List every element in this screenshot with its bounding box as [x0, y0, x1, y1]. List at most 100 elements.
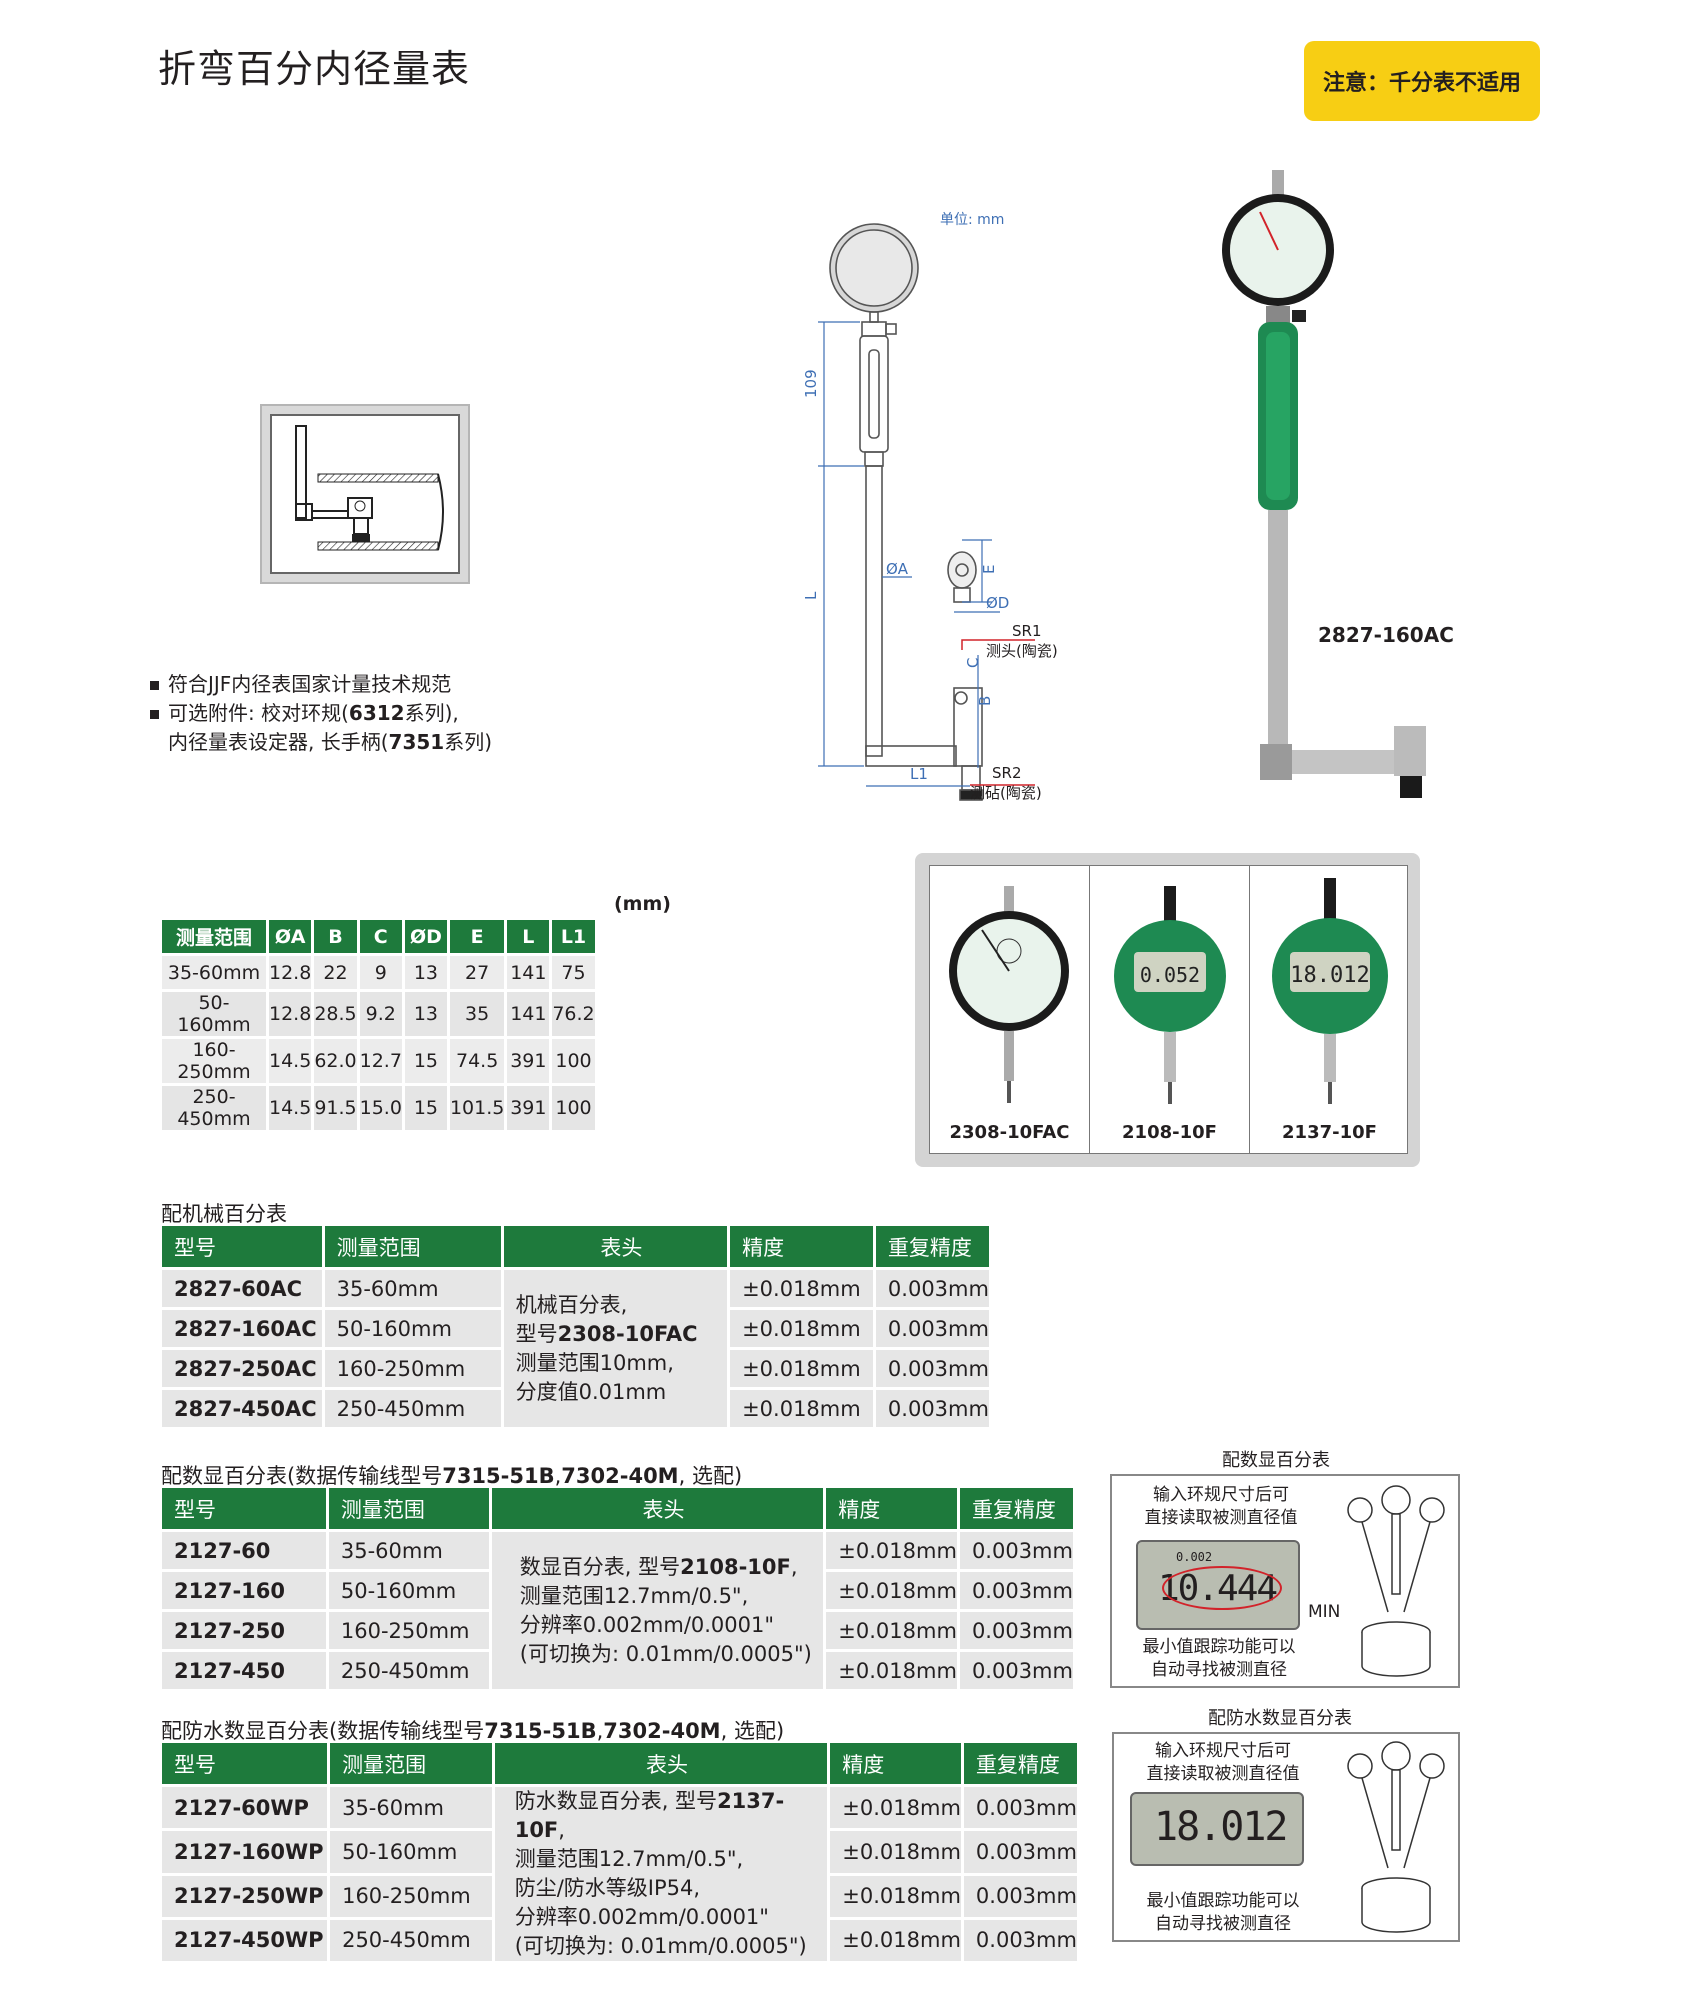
- digital-panel-title: 配数显百分表: [1222, 1450, 1330, 1471]
- panel-text: 自动寻找被测直径: [1151, 1660, 1287, 1680]
- repeatability-cell: 0.003mm: [962, 1874, 1081, 1920]
- accuracy-cell: ±0.018mm: [728, 1348, 876, 1390]
- model-cell: 2127-160WP: [162, 1829, 331, 1876]
- table-cell: 76.2: [550, 990, 598, 1039]
- head-line: 分辨率0.002mm/0.0001": [514, 1905, 769, 1929]
- repeatability-cell: 0.003mm: [958, 1650, 1077, 1692]
- head-line: 防尘/防水等级IP54,: [514, 1876, 701, 1900]
- model-cell: 2827-160AC: [162, 1308, 325, 1350]
- dim-109-label: 109: [802, 369, 820, 398]
- product-model-label: 2827-160AC: [1318, 623, 1454, 647]
- model-cell: 2127-450WP: [162, 1918, 331, 1965]
- table-cell: 35-60mm: [162, 954, 269, 992]
- dim-col-header: B: [312, 920, 360, 956]
- table-cell: 12.8: [267, 954, 315, 992]
- table-cell: 28.5: [312, 990, 360, 1039]
- col-header: 精度: [728, 1226, 876, 1270]
- waterproof-panel-title: 配防水数显百分表: [1208, 1708, 1352, 1729]
- dim-e-label: E: [980, 565, 998, 574]
- range-cell: 160-250mm: [323, 1348, 504, 1390]
- panel-text: 直接读取被测直径值: [1146, 1764, 1300, 1784]
- sr1-label: SR1: [1012, 622, 1042, 640]
- dim-col-header: 测量范围: [162, 920, 269, 956]
- panel-text: 输入环规尺寸后可: [1153, 1485, 1289, 1505]
- gauge-model: 2108-10F: [1122, 1122, 1217, 1143]
- range-cell: 50-160mm: [327, 1570, 492, 1612]
- feature-item: 可选附件: 校对环规(6312系列),: [150, 699, 492, 728]
- dim-col-header: ØA: [267, 920, 315, 956]
- dim-table-unit: (mm): [614, 893, 671, 915]
- head-desc-cell: 防水数显百分表, 型号2137-10F,测量范围12.7mm/0.5",防尘/防…: [493, 1785, 831, 1964]
- accuracy-cell: ±0.018mm: [828, 1874, 964, 1920]
- table-cell: 13: [403, 954, 450, 992]
- dim-col-header: E: [448, 920, 508, 956]
- model-cell: 2127-250: [162, 1610, 329, 1652]
- mech-table-header: 型号测量范围表头精度重复精度: [162, 1226, 993, 1270]
- gauge-card: 2308-10FAC: [930, 866, 1090, 1153]
- feature-item: 符合JJF内径表国家计量技术规范: [150, 670, 492, 699]
- col-header: 重复精度: [958, 1488, 1077, 1532]
- dim-a-label: ØA: [886, 560, 909, 578]
- table-cell: 91.5: [312, 1084, 360, 1133]
- accuracy-cell: ±0.018mm: [824, 1650, 960, 1692]
- table-cell: 391: [505, 1037, 553, 1086]
- feature-list: 符合JJF内径表国家计量技术规范 可选附件: 校对环规(6312系列), 内径量…: [150, 670, 492, 757]
- range-cell: 35-60mm: [323, 1268, 504, 1310]
- model-cell: 2127-160: [162, 1570, 329, 1612]
- waterproof-section-title: 配防水数显百分表(数据传输线型号7315-51B,7302-40M, 选配): [161, 1719, 785, 1743]
- mech-section-title: 配机械百分表: [161, 1202, 287, 1226]
- range-cell: 160-250mm: [327, 1610, 492, 1652]
- col-header: 测量范围: [328, 1743, 495, 1787]
- table-cell: 15.0: [358, 1084, 405, 1133]
- table-cell: 62.0: [312, 1037, 360, 1086]
- table-cell: 100: [550, 1084, 598, 1133]
- dim-l-label: L: [802, 591, 820, 600]
- gauge-card: 18.012 2137-10F: [1250, 866, 1409, 1153]
- product-photo: [1222, 170, 1426, 798]
- col-header: 精度: [828, 1743, 964, 1787]
- repeatability-cell: 0.003mm: [874, 1388, 993, 1430]
- table-cell: 100: [550, 1037, 598, 1086]
- digital-feature-panel: 输入环规尺寸后可 直接读取被测直径值 0.002 10.444 MIN 最小值跟…: [1110, 1474, 1460, 1688]
- col-header: 重复精度: [962, 1743, 1081, 1787]
- col-header: 测量范围: [323, 1226, 504, 1270]
- table-cell: 9.2: [358, 990, 405, 1039]
- range-cell: 50-160mm: [323, 1308, 504, 1350]
- repeatability-cell: 0.003mm: [958, 1610, 1077, 1652]
- head-text: 数显百分表, 型号: [519, 1554, 681, 1579]
- gauge-model: 2308-10FAC: [949, 1122, 1070, 1143]
- range-cell: 250-450mm: [323, 1388, 504, 1430]
- gauge-reading: 0.052: [1140, 963, 1200, 987]
- head-line: (可切换为: 0.01mm/0.0005"): [519, 1641, 812, 1666]
- table-cell: 160-250mm: [162, 1037, 269, 1086]
- table-cell: 74.5: [448, 1037, 508, 1086]
- table-cell: 250-450mm: [162, 1084, 269, 1133]
- repeatability-cell: 0.003mm: [874, 1308, 993, 1350]
- table-cell: 12.7: [358, 1037, 405, 1086]
- repeatability-cell: 0.003mm: [962, 1918, 1081, 1965]
- range-cell: 250-450mm: [328, 1918, 495, 1965]
- head-line: 数显百分表, 型号2108-10F,: [520, 1553, 824, 1582]
- table-cell: 15: [403, 1084, 450, 1133]
- panel-text: 最小值跟踪功能可以: [1142, 1637, 1296, 1657]
- panel-text: 输入环规尺寸后可: [1155, 1741, 1291, 1761]
- ring-gauge-illustration: [1347, 1485, 1445, 1677]
- accuracy-cell: ±0.018mm: [824, 1570, 960, 1612]
- head-line: 测量范围12.7mm/0.5",: [514, 1847, 744, 1871]
- table-cell: 141: [505, 954, 553, 992]
- model-cell: 2127-60WP: [162, 1785, 331, 1832]
- dim-c-label: C: [964, 658, 982, 668]
- digital-section-title: 配数显百分表(数据传输线型号7315-51B,7302-40M, 选配): [161, 1464, 743, 1488]
- col-header: 表头: [490, 1488, 827, 1532]
- dim-col-header: L1: [550, 920, 598, 956]
